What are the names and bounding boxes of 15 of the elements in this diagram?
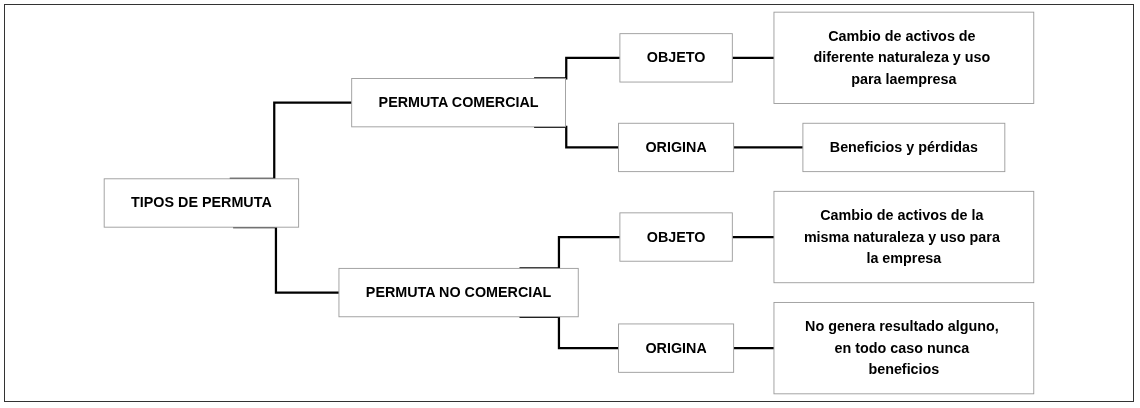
connector [733, 146, 803, 149]
node-box: PERMUTA COMERCIAL [351, 78, 566, 128]
node-box: OBJETO [619, 33, 733, 83]
connector [732, 56, 774, 59]
connector [732, 235, 774, 239]
node-box: OBJETO [619, 212, 733, 262]
node-box: TIPOS DE PERMUTA [103, 178, 300, 228]
node-box: Cambio de activos de la misma naturaleza y uso para la empresa [773, 190, 1035, 284]
node-box: Beneficios y pérdidas [802, 122, 1006, 173]
node-box: ORIGINA [618, 122, 735, 173]
node-box: No genera resultado alguno, en todo caso nunca beneficios [773, 302, 1035, 395]
node-box: Cambio de activos de diferente naturaleza y uso para laempresa [773, 11, 1035, 104]
connector [733, 347, 774, 350]
node-box: PERMUTA NO COMERCIAL [338, 267, 579, 318]
node-box: ORIGINA [618, 323, 735, 373]
